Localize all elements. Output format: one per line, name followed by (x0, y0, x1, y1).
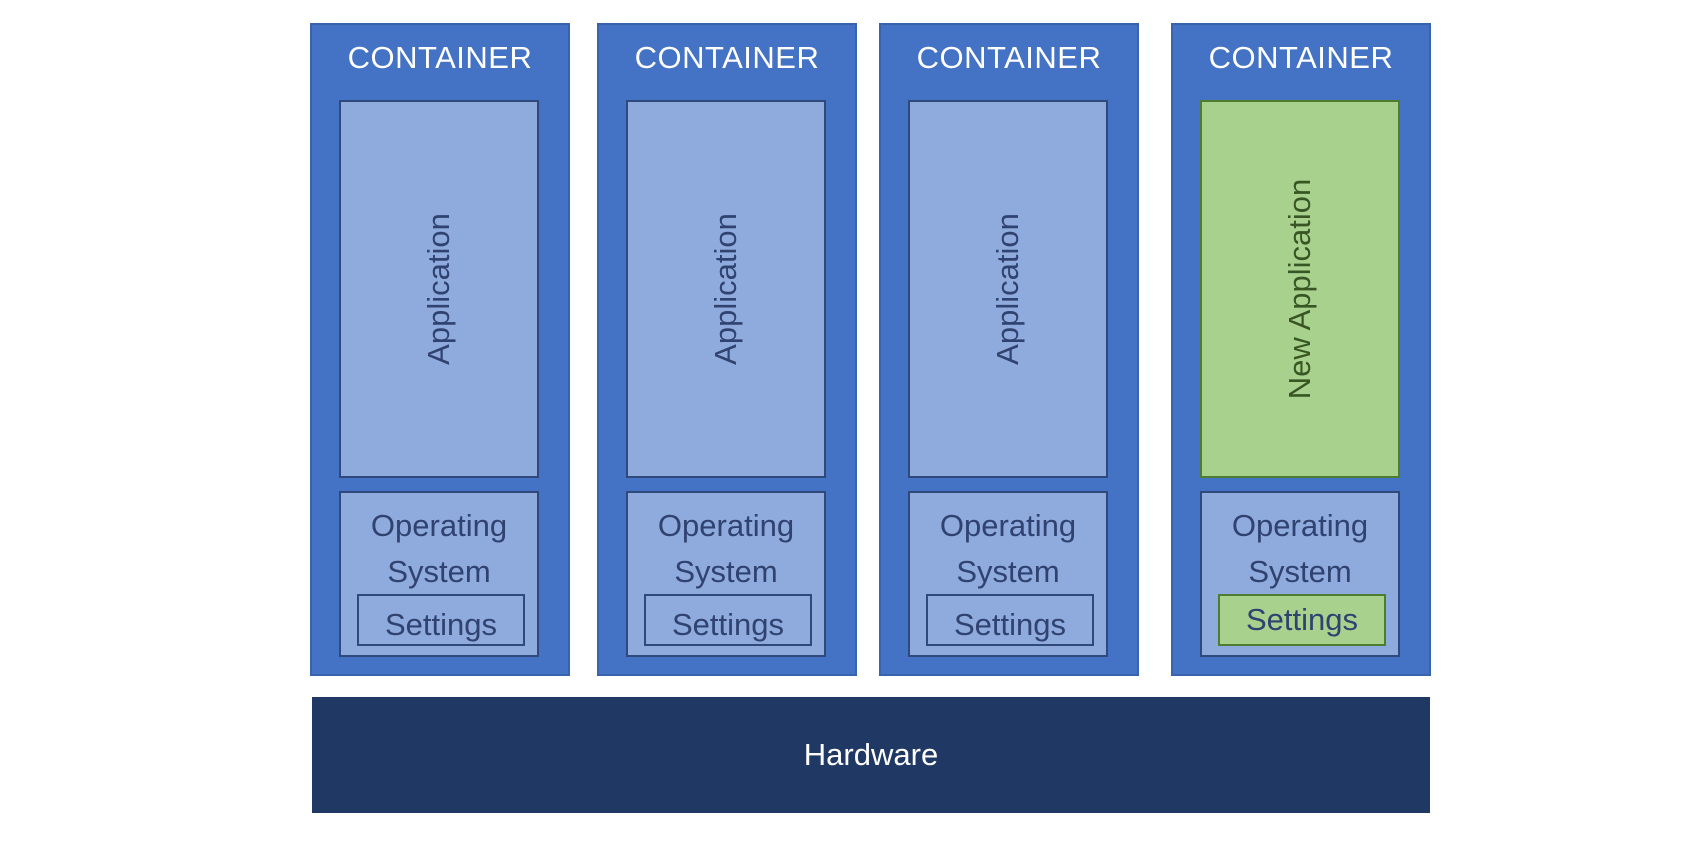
settings-box-highlighted: Settings (1218, 594, 1386, 646)
hardware-layer: Hardware (312, 697, 1430, 813)
application-label: Application (990, 213, 1025, 365)
settings-box: Settings (357, 594, 525, 646)
operating-system-box: Operating System Settings (339, 491, 539, 657)
operating-system-label: Operating System (939, 508, 1077, 589)
container-2: CONTAINER Application Operating System S… (597, 23, 857, 676)
application-label: Application (708, 213, 743, 365)
application-label: Application (421, 213, 456, 365)
operating-system-label: Operating System (657, 508, 795, 589)
container-title: CONTAINER (634, 40, 820, 75)
settings-box: Settings (926, 594, 1094, 646)
new-application-label: New Application (1282, 178, 1317, 400)
operating-system-box: Operating System Settings (1200, 491, 1400, 657)
operating-system-label: Operating System (1231, 508, 1369, 589)
application-box: Application (339, 100, 539, 478)
operating-system-box: Operating System Settings (908, 491, 1108, 657)
application-box: Application (626, 100, 826, 478)
settings-box: Settings (644, 594, 812, 646)
container-4: CONTAINER New Application Operating Syst… (1171, 23, 1431, 676)
operating-system-box: Operating System Settings (626, 491, 826, 657)
new-application-box: New Application (1200, 100, 1400, 478)
container-title: CONTAINER (916, 40, 1102, 75)
container-title: CONTAINER (1208, 40, 1394, 75)
container-title: CONTAINER (347, 40, 533, 75)
application-box: Application (908, 100, 1108, 478)
operating-system-label: Operating System (370, 508, 508, 589)
container-3: CONTAINER Application Operating System S… (879, 23, 1139, 676)
container-1: CONTAINER Application Operating System S… (310, 23, 570, 676)
